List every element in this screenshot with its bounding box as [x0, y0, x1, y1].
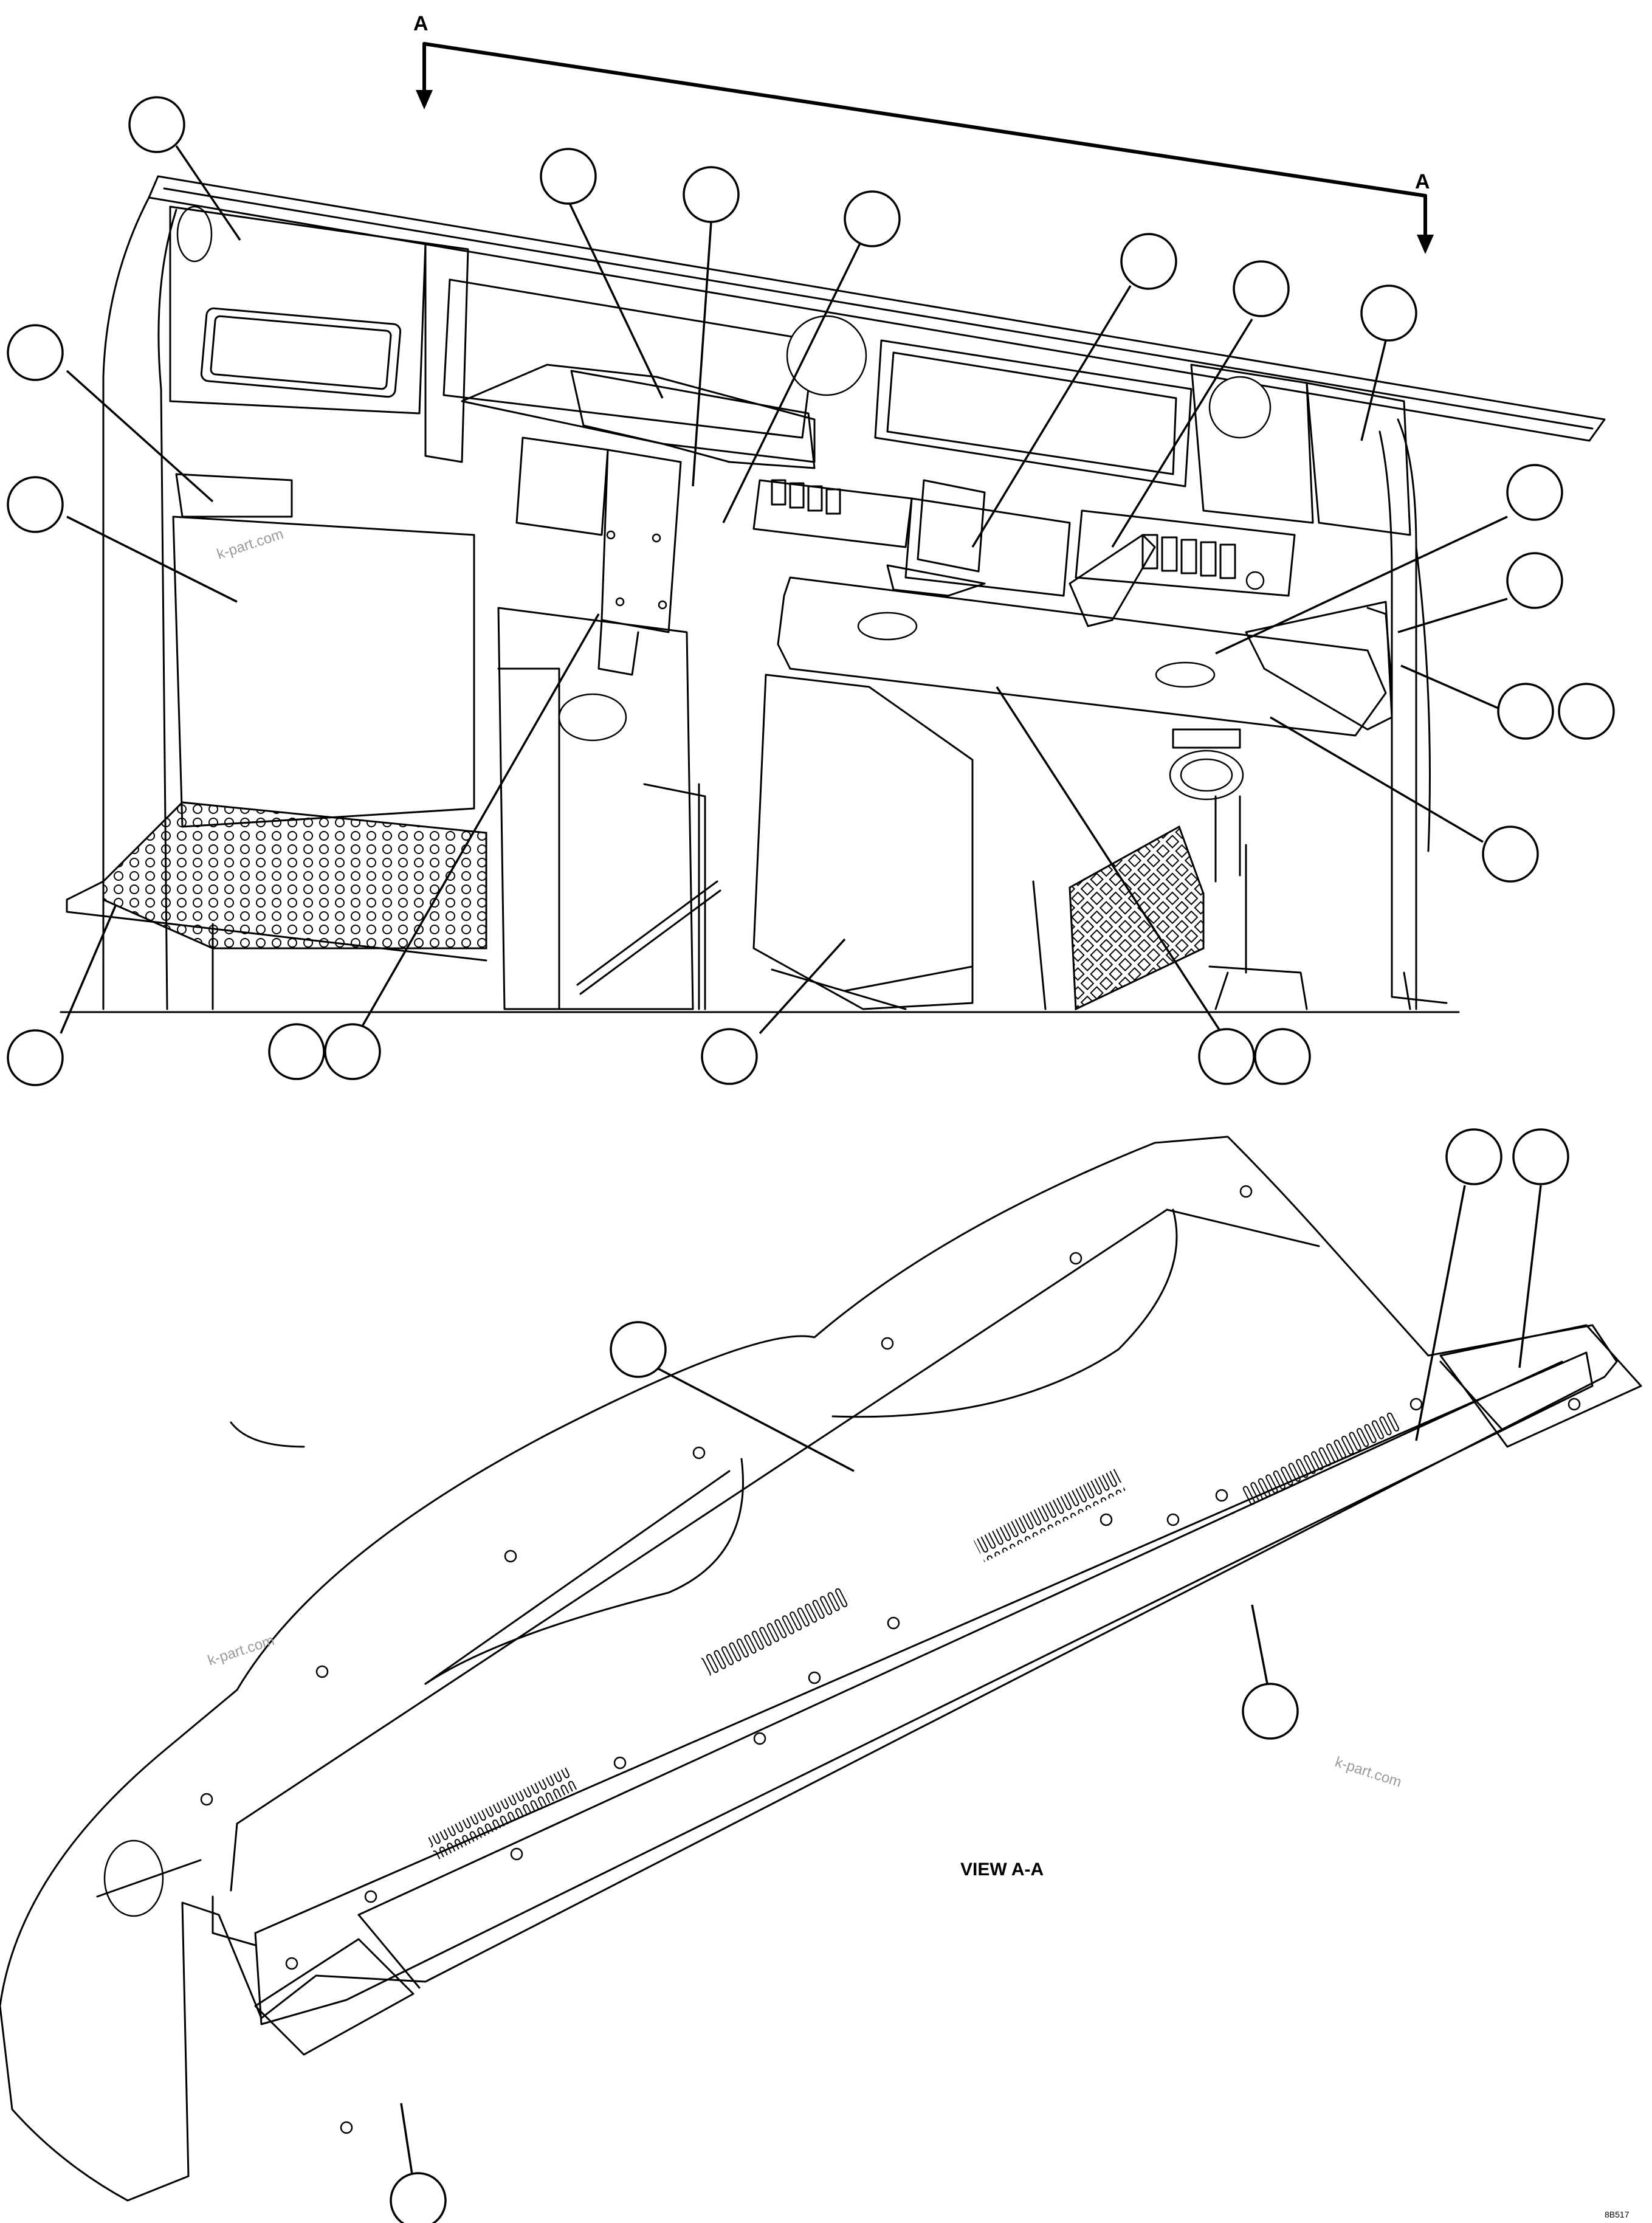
callout-balloon [1506, 552, 1563, 609]
callout-balloon [844, 190, 901, 247]
section-letter-left: A [413, 12, 428, 35]
callout-balloon [683, 166, 740, 223]
callout-balloon [1360, 284, 1417, 342]
callout-balloon [1506, 464, 1563, 521]
view-callouts [390, 1128, 1569, 2223]
section-letter-right: A [1415, 170, 1430, 193]
watermark: k-part.com [206, 1632, 277, 1669]
cab-front-assembly [60, 175, 1606, 1013]
callout-balloon [128, 96, 185, 153]
perforated-floor-plate [102, 801, 487, 950]
callout-balloon [1120, 233, 1177, 290]
callout-balloon [1445, 1128, 1502, 1185]
callout-balloon [540, 148, 597, 205]
view-label: VIEW A-A [960, 1859, 1044, 1880]
callout-balloon [268, 1023, 325, 1080]
callout-balloon [1254, 1028, 1311, 1085]
louver-slots [1241, 1408, 1404, 1508]
callout-balloon [7, 1029, 64, 1086]
callout-balloon [701, 1028, 758, 1085]
louver-slots [700, 1584, 852, 1678]
section-marker: A A [413, 12, 1434, 254]
callout-balloon [1242, 1683, 1299, 1740]
callout-balloon [7, 476, 64, 533]
callout-balloon [1482, 825, 1539, 883]
view-a-a-panel [0, 1136, 1642, 2202]
watermark: k-part.com [1333, 1754, 1403, 1791]
louver-slots [426, 1766, 579, 1860]
watermark: k-part.com [215, 526, 286, 563]
callout-balloon [1497, 683, 1554, 740]
callout-balloon [610, 1321, 667, 1378]
callout-balloon [390, 2172, 447, 2223]
callout-balloon [1558, 683, 1615, 740]
mesh-grille [1069, 825, 1205, 1011]
callout-balloon [7, 324, 64, 381]
callout-balloon [1198, 1028, 1255, 1085]
callout-balloon [1233, 260, 1290, 317]
callout-balloon [324, 1023, 381, 1080]
callout-balloon [1512, 1128, 1569, 1185]
corner-code: 8B517 [1605, 2210, 1630, 2219]
top-callouts [7, 96, 1615, 1086]
louver-slots [973, 1469, 1126, 1562]
